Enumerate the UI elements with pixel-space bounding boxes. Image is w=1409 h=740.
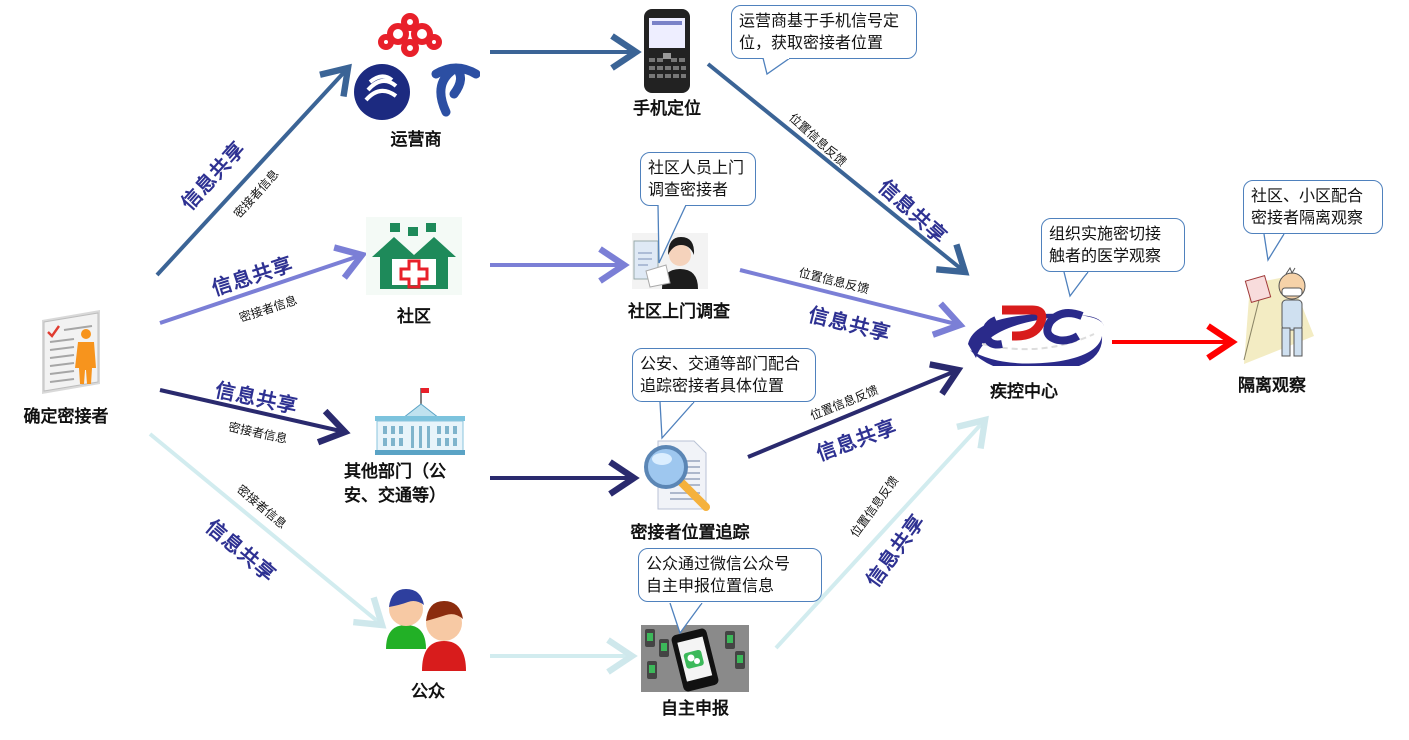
government-building-icon <box>373 384 467 456</box>
community-visit-bubble-tail <box>657 205 687 264</box>
community-visit-bubble-line2: 调查密接者 <box>648 180 729 199</box>
phone-locate-label: 手机定位 <box>633 99 701 119</box>
phone-locate-bubble-line2: 位，获取密接者位置 <box>739 33 884 52</box>
cdc-label: 疾控中心 <box>990 382 1058 402</box>
arrow-selfreport-to-cdc <box>774 415 989 650</box>
arrow-source-to-departments <box>159 388 351 446</box>
departments-label-line2: 安、交通等） <box>344 486 446 506</box>
public-people-icon <box>386 585 468 671</box>
quarantine-bubble: 社区、小区配合 密接者隔离观察 <box>1243 180 1383 234</box>
phone-locate-bubble-line1: 运营商基于手机信号定 <box>739 11 900 30</box>
contact-document-icon <box>40 310 102 394</box>
tracking-bubble-tail <box>659 402 695 440</box>
community-label: 社区 <box>397 307 431 327</box>
arrow-tracking-to-cdc <box>747 361 964 459</box>
community-visit-label: 社区上门调查 <box>628 302 730 322</box>
arrow-source-to-community <box>159 244 368 325</box>
carrier-logos-icon <box>352 12 481 122</box>
community-visit-bubble-line1: 社区人员上门 <box>648 158 745 177</box>
quarantine-label: 隔离观察 <box>1238 376 1306 396</box>
mobile-phone-icon <box>643 8 691 94</box>
tracking-label: 密接者位置追踪 <box>630 523 750 543</box>
self-report-bubble-line2: 自主申报位置信息 <box>646 576 775 595</box>
departments-label-line1: 其他部门（公 <box>344 462 446 482</box>
cdc-logo-icon <box>962 290 1106 374</box>
arrow-source-to-public <box>148 432 387 629</box>
quarantine-bubble-line2: 密接者隔离观察 <box>1251 208 1364 227</box>
cdc-bubble-line2: 触者的医学观察 <box>1049 246 1162 265</box>
self-report-bubble: 公众通过微信公众号 自主申报位置信息 <box>638 548 822 602</box>
departments-label: 其他部门（公 安、交通等） <box>344 460 468 508</box>
self-report-bubble-tail <box>669 603 703 635</box>
cdc-bubble: 组织实施密切接 触者的医学观察 <box>1041 218 1185 272</box>
cdc-bubble-line1: 组织实施密切接 <box>1049 224 1162 243</box>
wechat-phones-icon <box>641 625 749 692</box>
arrow-source-to-carrier <box>155 63 352 277</box>
magnifier-document-icon <box>640 437 716 513</box>
tracking-bubble-line2: 追踪密接者具体位置 <box>640 376 785 395</box>
arrow-visit-to-cdc <box>739 268 966 338</box>
community-visit-bubble: 社区人员上门 调查密接者 <box>640 152 756 206</box>
source-label: 确定密接者 <box>23 407 109 427</box>
arrow-phone-to-cdc <box>706 62 970 276</box>
quarantine-bubble-line1: 社区、小区配合 <box>1251 186 1364 205</box>
public-label: 公众 <box>411 682 445 702</box>
community-worker-icon <box>632 233 708 289</box>
tracking-bubble-line1: 公安、交通等部门配合 <box>640 354 801 373</box>
phone-locate-bubble: 运营商基于手机信号定 位，获取密接者位置 <box>731 5 917 59</box>
quarantine-person-icon <box>1240 264 1316 364</box>
tracking-bubble: 公安、交通等部门配合 追踪密接者具体位置 <box>632 348 816 402</box>
carrier-label: 运营商 <box>390 130 442 150</box>
quarantine-bubble-tail <box>1263 234 1285 262</box>
self-report-label: 自主申报 <box>661 699 729 719</box>
phone-locate-bubble-tail <box>762 58 791 76</box>
cdc-bubble-tail <box>1063 272 1089 298</box>
self-report-bubble-line1: 公众通过微信公众号 <box>646 554 791 573</box>
community-hospital-icon <box>366 217 462 295</box>
